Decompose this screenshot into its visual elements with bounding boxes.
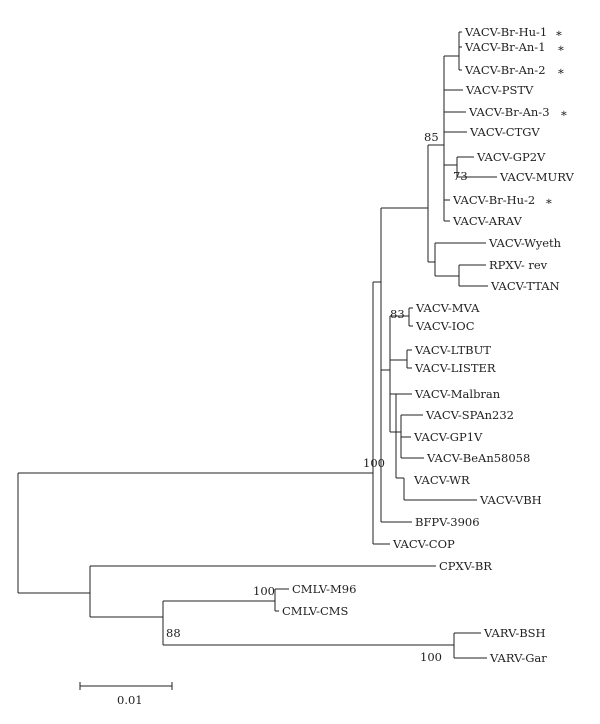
asterisk-mark: ∗: [555, 26, 563, 40]
taxon-label: VACV-LISTER: [414, 361, 496, 375]
bootstrap-values: 85 73 83 100 100 88 100: [166, 130, 468, 664]
taxon-label: VARV-Gar: [489, 651, 547, 665]
bootstrap-value: 100: [253, 584, 275, 598]
taxon-label: BFPV-3906: [415, 515, 480, 529]
bootstrap-value: 88: [166, 626, 181, 640]
taxon-label: CMLV-M96: [292, 582, 356, 596]
bootstrap-value: 100: [420, 650, 442, 664]
asterisk-mark: ∗: [560, 106, 568, 120]
asterisk-mark: ∗: [545, 194, 553, 208]
tree-branches: [17, 31, 497, 659]
taxon-label: VACV-COP: [392, 537, 455, 551]
taxon-labels: VACV-Br-Hu-1 VACV-Br-An-1 VACV-Br-An-2 V…: [282, 25, 574, 665]
taxon-label: VACV-TTAN: [490, 279, 560, 293]
bootstrap-value: 85: [424, 130, 439, 144]
taxon-label: VACV-IOC: [415, 319, 475, 333]
taxon-label: VACV-Br-Hu-1: [464, 25, 547, 39]
bootstrap-value: 83: [390, 307, 405, 321]
taxon-label: RPXV- rev: [489, 258, 548, 272]
taxon-label: VACV-MVA: [415, 301, 480, 315]
taxon-label: VACV-Wyeth: [488, 236, 562, 250]
taxon-label: VACV-GP2V: [476, 150, 546, 164]
bootstrap-value: 73: [453, 169, 468, 183]
asterisk-marks: ∗ ∗ ∗ ∗ ∗: [545, 26, 568, 208]
scale-bar-label: 0.01: [117, 693, 143, 707]
asterisk-mark: ∗: [557, 64, 565, 78]
taxon-label: VACV-LTBUT: [414, 343, 491, 357]
taxon-label: VACV-BeAn58058: [426, 451, 530, 465]
taxon-label: VACV-Br-An-3: [468, 105, 550, 119]
taxon-label: CMLV-CMS: [282, 604, 349, 618]
taxon-label: VACV-Br-An-2: [464, 63, 546, 77]
taxon-label: VACV-Malbran: [414, 387, 501, 401]
taxon-label: VACV-Br-Hu-2: [452, 193, 535, 207]
taxon-label: VACV-SPAn232: [425, 408, 514, 422]
taxon-label: VACV-GP1V: [413, 430, 483, 444]
taxon-label: VACV-MURV: [499, 170, 574, 184]
taxon-label: VACV-ARAV: [452, 214, 522, 228]
taxon-label: VACV-WR: [413, 473, 470, 487]
taxon-label: CPXV-BR: [439, 559, 492, 573]
taxon-label: VACV-PSTV: [465, 83, 534, 97]
taxon-label: VACV-Br-An-1: [464, 40, 546, 54]
asterisk-mark: ∗: [557, 41, 565, 55]
taxon-label: VACV-CTGV: [469, 125, 540, 139]
taxon-label: VARV-BSH: [483, 626, 546, 640]
bootstrap-value: 100: [363, 456, 385, 470]
scale-bar: 0.01: [79, 682, 173, 707]
taxon-label: VACV-VBH: [479, 493, 542, 507]
